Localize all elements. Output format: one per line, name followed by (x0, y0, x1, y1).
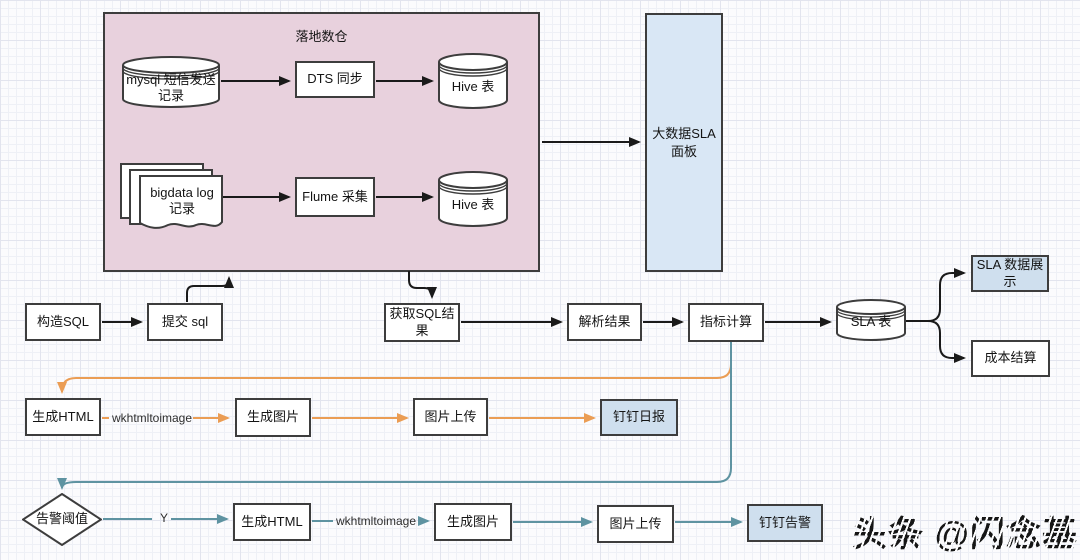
node-metric-calc: 指标计算 (688, 303, 764, 342)
node-gen-image-daily: 生成图片 (235, 398, 311, 437)
gen-image-alert-label: 生成图片 (446, 513, 499, 529)
alert-threshold-label: 告警阈值 (35, 511, 88, 527)
image-upload-alert-label: 图片上传 (609, 515, 662, 531)
gen-html-daily-label: 生成HTML (32, 408, 94, 424)
node-image-upload-alert: 图片上传 (597, 505, 674, 543)
node-sla-display: SLA 数据展示 (971, 255, 1049, 292)
hive-table-2-label: Hive 表 (451, 196, 495, 212)
cost-settlement-label: 成本结算 (984, 350, 1037, 366)
bigdata-log-label: bigdata log 记录 (150, 184, 214, 216)
hive-table-1-cylinder-icon (438, 53, 508, 110)
parse-result-label: 解析结果 (578, 313, 631, 329)
node-flume-collect: Flume 采集 (295, 177, 375, 217)
submit-sql-label: 提交 sql (161, 313, 209, 329)
node-parse-result: 解析结果 (567, 303, 642, 341)
node-image-upload-daily: 图片上传 (413, 398, 488, 436)
arrow-warehouse-to-fetch (408, 271, 437, 299)
bigdata-log-papers-icon (118, 162, 224, 240)
node-cost-settlement: 成本结算 (971, 340, 1050, 377)
dts-sync-label: DTS 同步 (307, 71, 363, 87)
warehouse-title: 落地数仓 (295, 29, 348, 44)
mysql-cylinder-icon (122, 56, 220, 109)
sla-table-cylinder-icon (836, 299, 906, 342)
arrow-metric-to-genhtml-daily (57, 341, 732, 394)
sla-display-label: SLA 数据展示 (976, 257, 1044, 289)
metric-calc-label: 指标计算 (699, 314, 752, 330)
bigdata-sla-panel: 大数据SLA 面板 (645, 13, 723, 272)
node-dts-sync: DTS 同步 (295, 61, 375, 98)
image-upload-daily-label: 图片上传 (424, 408, 477, 424)
arrow-slatable-to-display (906, 268, 966, 322)
yes-branch-label: Y (159, 511, 168, 525)
build-sql-label: 构造SQL (36, 313, 89, 329)
node-submit-sql: 提交 sql (147, 303, 223, 341)
wkhtmltoimage-label-daily: wkhtmltoimage (111, 411, 193, 425)
node-gen-html-daily: 生成HTML (25, 398, 101, 436)
node-ding-daily-report: 钉钉日报 (600, 399, 678, 436)
flume-collect-label: Flume 采集 (302, 188, 368, 204)
alert-threshold-diamond-icon (22, 493, 102, 546)
sla-table-label: SLA 表 (850, 313, 892, 329)
ding-daily-report-label: 钉钉日报 (612, 409, 665, 425)
ding-alert-label: 钉钉告警 (758, 514, 811, 530)
watermark-text: 头条 @闪念基因 (852, 506, 1080, 554)
node-build-sql: 构造SQL (25, 303, 101, 341)
gen-html-alert-label: 生成HTML (241, 513, 303, 529)
hive-table-2-cylinder-icon (438, 171, 508, 228)
wkhtmltoimage-label-alert: wkhtmltoimage (335, 514, 417, 528)
node-fetch-sql-result: 获取SQL结果 (384, 303, 460, 342)
node-ding-alert: 钉钉告警 (747, 504, 823, 542)
node-gen-image-alert: 生成图片 (434, 503, 512, 541)
mysql-source-label: mysql 短信发送记录 (126, 71, 216, 103)
fetch-sql-result-label: 获取SQL结果 (389, 306, 455, 338)
arrow-slatable-to-cost (906, 320, 966, 363)
hive-table-1-label: Hive 表 (451, 78, 495, 94)
bigdata-sla-panel-label: 大数据SLA 面板 (652, 125, 716, 159)
arrow-submit-to-warehouse (186, 276, 234, 302)
node-gen-html-alert: 生成HTML (233, 503, 311, 541)
gen-image-daily-label: 生成图片 (246, 409, 299, 425)
